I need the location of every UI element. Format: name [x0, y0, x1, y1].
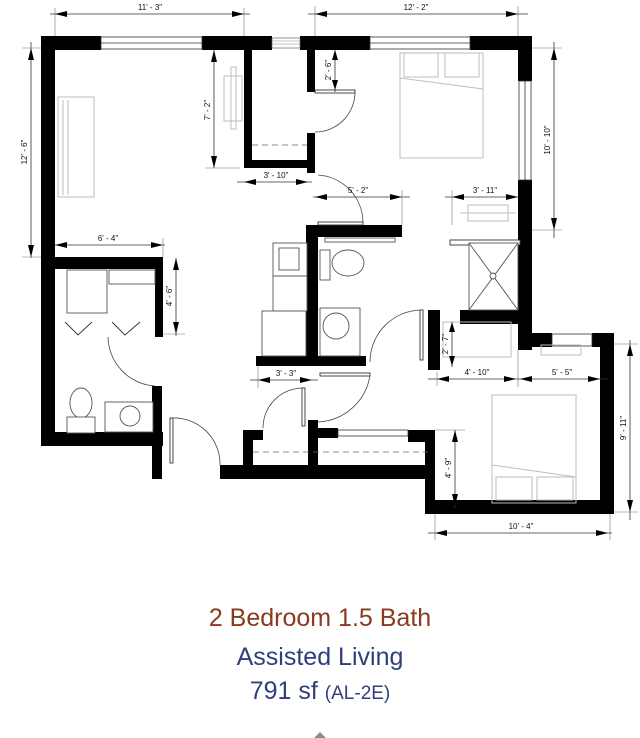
unit-title: 2 Bedroom 1.5 Bath [208, 604, 432, 632]
dim-hall-width: 5' - 2" [348, 186, 369, 195]
dim-wardrobe-width: 3' - 11" [473, 186, 497, 195]
dim-bedroom1-depth: 10' - 10" [543, 125, 552, 154]
windows [100, 36, 593, 437]
dim-kitchen-width: 3' - 3" [276, 369, 297, 378]
unit-code: (AL-2E) [324, 683, 391, 704]
dim-bedroom2-closet: 2' - 7" [441, 334, 450, 355]
dim-bedroom2-closet-width: 4' - 10" [465, 368, 490, 377]
unit-area: 791 sf [249, 677, 318, 705]
scroll-up-icon[interactable] [314, 732, 326, 738]
dim-bedroom2-width: 10' - 4" [509, 522, 534, 531]
dim-entry-width: 6' - 4" [98, 234, 119, 243]
unit-area-line: 791 sf (AL-2E) [0, 677, 640, 706]
furniture [57, 52, 582, 504]
overhead-lines [252, 144, 428, 453]
dim-laundry-depth: 4' - 6" [165, 286, 174, 307]
dim-closet-width: 3' - 10" [264, 171, 289, 180]
dim-bedroom2-depth: 9' - 11" [619, 416, 628, 440]
walls [41, 36, 614, 514]
dim-living-depth: 12' - 6" [20, 139, 29, 164]
dimensions: 11' - 3" 12' - 2" 12' - 6" 7' - 2" 3' - … [20, 3, 638, 540]
dim-bedroom2-alcove: 4' - 9" [444, 458, 453, 479]
unit-subtitle: Assisted Living [236, 643, 404, 671]
dim-bedroom2-right: 5' - 5" [552, 368, 573, 377]
dim-closet-depth: 7' - 2" [203, 100, 212, 121]
dim-bedroom1-width: 12' - 2" [404, 3, 429, 12]
dim-living-width: 11' - 3" [138, 3, 162, 12]
floor-plan-drawing: 11' - 3" 12' - 2" 12' - 6" 7' - 2" 3' - … [20, 3, 638, 540]
dim-bedroom1-closet: 2' - 6" [324, 60, 333, 81]
